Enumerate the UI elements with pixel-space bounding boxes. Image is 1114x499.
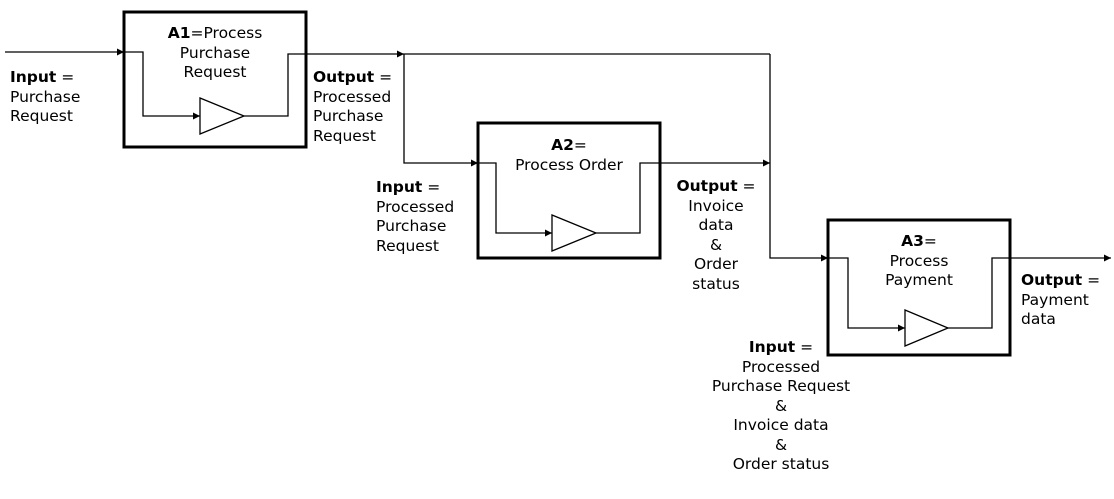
input-a2-line-3: Request — [376, 236, 439, 255]
input-arrow-a3 — [769, 54, 828, 262]
a3-code: A3 — [901, 232, 924, 250]
output-a2-eq: = — [737, 177, 756, 195]
input-a2-label: Input = Processed Purchase Request — [376, 178, 454, 256]
output-a1-label: Output = Processed Purchase Request — [313, 68, 392, 146]
a2-title-line-2: Process Order — [515, 155, 623, 174]
input-a3-keyword: Input — [748, 338, 796, 356]
a2-code: A2 — [551, 136, 574, 154]
a3-title-line-2: Process — [889, 251, 949, 270]
a2-internal-flow-out — [596, 162, 660, 234]
output-a1-line-3: Request — [313, 126, 376, 145]
output-a3-line-1: Payment — [1021, 290, 1089, 309]
a3-title: A3= Process Payment — [828, 232, 1010, 291]
a1-title: A1=Process Purchase Request — [124, 24, 306, 83]
a3-title-line-1: = — [923, 232, 937, 250]
a1-title-line-3: Request — [183, 63, 247, 81]
output-a1-eq: = — [374, 68, 393, 86]
input-a3-line-1: Processed — [741, 357, 821, 376]
a1-title-line-1: =Process — [190, 24, 263, 42]
input-a1-label: Input = Purchase Request — [10, 68, 80, 127]
input-a3-line-4: Invoice data — [733, 416, 829, 434]
output-a3-keyword: Output — [1021, 271, 1083, 289]
activity-box-a1 — [122, 10, 308, 149]
input-a2-keyword: Input — [376, 178, 423, 196]
output-a1-keyword: Output — [313, 68, 375, 86]
activity-box-a2 — [476, 121, 662, 260]
output-a3-line-2: data — [1021, 310, 1056, 328]
a1-internal-flow-out — [244, 53, 306, 117]
input-a1-keyword: Input — [10, 68, 57, 86]
a2-internal-flow-in — [478, 162, 552, 237]
input-a2-line-1: Processed — [376, 197, 455, 216]
output-a2-line-3: & — [709, 235, 723, 254]
a1-amplifier-icon — [199, 97, 246, 135]
input-a3-line-5: & — [774, 435, 788, 454]
input-a2-line-2: Purchase — [376, 217, 447, 235]
output-a1-line-1: Processed — [313, 87, 392, 106]
output-a2-line-5: status — [692, 274, 740, 293]
output-a1-line-2: Purchase — [313, 107, 384, 125]
a3-amplifier-icon — [904, 309, 950, 347]
a1-internal-flow-in — [124, 51, 200, 120]
a2-amplifier-icon — [551, 214, 598, 252]
input-a2-eq: = — [422, 178, 441, 196]
output-a2-line-1: Invoice — [688, 196, 744, 215]
input-a1-line-1: Purchase — [10, 87, 81, 106]
a2-title: A2= Process Order — [478, 136, 660, 175]
output-a2-keyword: Output — [676, 177, 738, 195]
input-a1-eq: = — [56, 68, 75, 86]
activity-box-a3 — [826, 218, 1012, 357]
input-arrow-a2 — [403, 54, 478, 167]
output-a3-eq: = — [1082, 271, 1101, 289]
a3-internal-flow-out — [948, 257, 1010, 329]
input-a1-line-2: Request — [10, 107, 73, 125]
a3-internal-flow-in — [828, 257, 905, 332]
input-a3-eq: = — [795, 338, 814, 356]
output-a2-line-2: data — [698, 216, 734, 234]
output-a2-label: Output = Invoice data & Order status — [660, 177, 772, 294]
output-a2-line-4: Order — [693, 255, 739, 273]
input-a3-line-2: Purchase Request — [711, 377, 851, 395]
a1-title-line-2: Purchase — [179, 43, 251, 62]
a3-title-line-3: Payment — [885, 271, 953, 289]
a1-code: A1 — [167, 24, 191, 42]
input-a3-label: Input = Processed Purchase Request & Inv… — [690, 338, 872, 475]
input-a3-line-3: & — [774, 396, 788, 415]
input-a3-line-6: Order status — [732, 455, 830, 473]
output-a3-label: Output = Payment data — [1021, 271, 1100, 330]
a2-title-line-1: = — [573, 136, 587, 154]
